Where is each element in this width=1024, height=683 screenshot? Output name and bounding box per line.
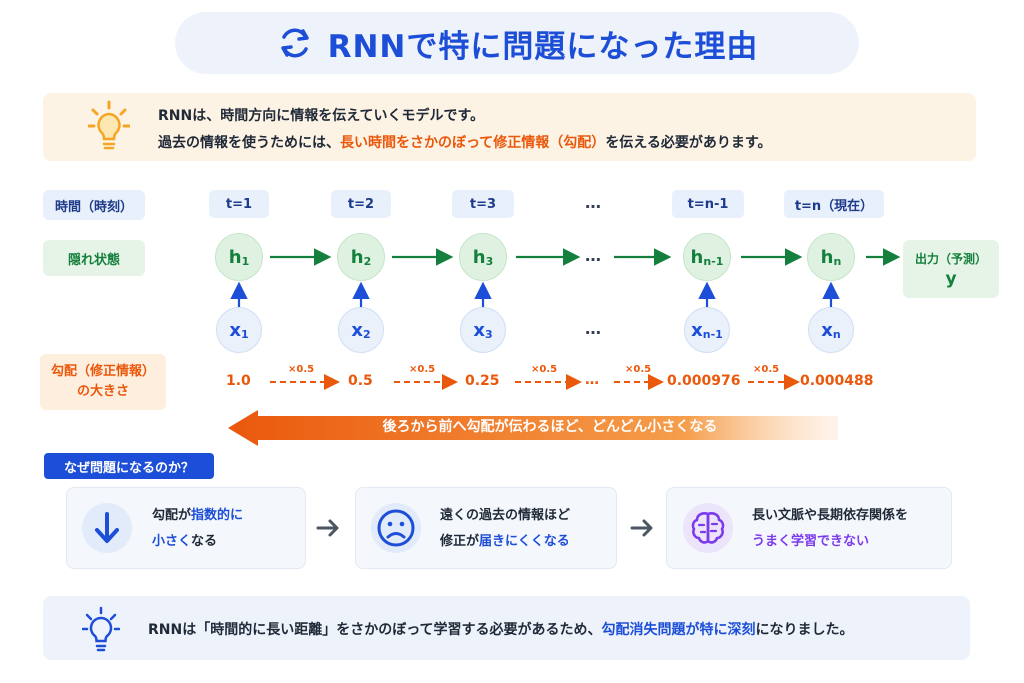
row-label-gradient: 勾配（修正情報） の大きさ	[40, 354, 166, 410]
output-box: 出力（予測） y	[903, 240, 999, 298]
input-ellipsis: …	[585, 319, 601, 338]
summary-highlight: 勾配消失問題が特に深刻	[601, 622, 756, 638]
refresh-cycle-icon	[280, 28, 309, 58]
lightbulb-outline-icon	[82, 606, 120, 652]
intro-line-1: RNNは、時間方向に情報を伝えていくモデルです。	[158, 108, 485, 124]
time-step-n-1: t=n-1	[672, 190, 744, 218]
summary-text: RNNは「時間的に長い距離」をさかのぼって学習する必要があるため、勾配消失問題が…	[148, 622, 854, 638]
multiplier-label-3: ×0.5	[531, 364, 558, 375]
output-value: y	[945, 268, 957, 289]
time-ellipsis: …	[585, 193, 601, 212]
gradient-value-1: 1.0	[226, 373, 251, 389]
gradient-value-n: 0.000488	[800, 373, 874, 389]
hidden-ellipsis: …	[585, 246, 601, 265]
output-label: 出力（予測）	[914, 251, 987, 266]
gradient-ellipsis: …	[585, 372, 599, 388]
multiplier-label-4: ×0.5	[625, 364, 652, 375]
card-flow-arrow-1	[316, 519, 339, 537]
multiplier-label-5: ×0.5	[753, 364, 780, 375]
reason-card-3-text: 長い文脈や長期依存関係を うまく学習できない	[752, 508, 909, 549]
gradient-value-n-1: 0.000976	[667, 373, 741, 389]
summary-box	[43, 596, 970, 660]
gradient-value-3: 0.25	[465, 373, 500, 389]
down-arrow-icon	[82, 503, 132, 553]
row-label-time: 時間（時刻）	[43, 190, 145, 220]
time-step-1: t=1	[209, 190, 269, 218]
intro-highlight: 長い時間をさかのぼって修正情報（勾配）	[340, 135, 606, 151]
time-step-3: t=3	[452, 190, 514, 218]
page-title: RNNで特に問題になった理由	[327, 28, 759, 65]
sad-face-icon	[371, 503, 421, 553]
backprop-banner-shape	[228, 410, 838, 446]
multiplier-label-2: ×0.5	[409, 364, 436, 375]
lightbulb-icon	[88, 100, 130, 150]
backprop-banner-text: 後ろから前へ勾配が伝わるほど、どんどん小さくなる	[382, 419, 718, 435]
card-flow-arrow-2	[630, 519, 653, 537]
gradient-value-2: 0.5	[348, 373, 373, 389]
time-step-2: t=2	[331, 190, 391, 218]
time-step-n: t=n（現在）	[784, 190, 884, 218]
brain-icon	[683, 503, 733, 553]
multiplier-label-1: ×0.5	[288, 364, 315, 375]
reason-card-2-text: 遠くの過去の情報ほど 修正が届きにくくなる	[440, 508, 571, 549]
row-label-hidden-state: 隠れ状態	[43, 240, 145, 276]
intro-box	[43, 93, 976, 161]
title-banner: RNNで特に問題になった理由	[175, 12, 859, 74]
intro-line-2: 過去の情報を使うためには、長い時間をさかのぼって修正情報（勾配）を伝える必要があ…	[158, 135, 772, 151]
why-section-label: なぜ問題になるのか？	[44, 453, 214, 479]
reason-card-1-text: 勾配が指数的に 小さくなる	[152, 508, 244, 549]
